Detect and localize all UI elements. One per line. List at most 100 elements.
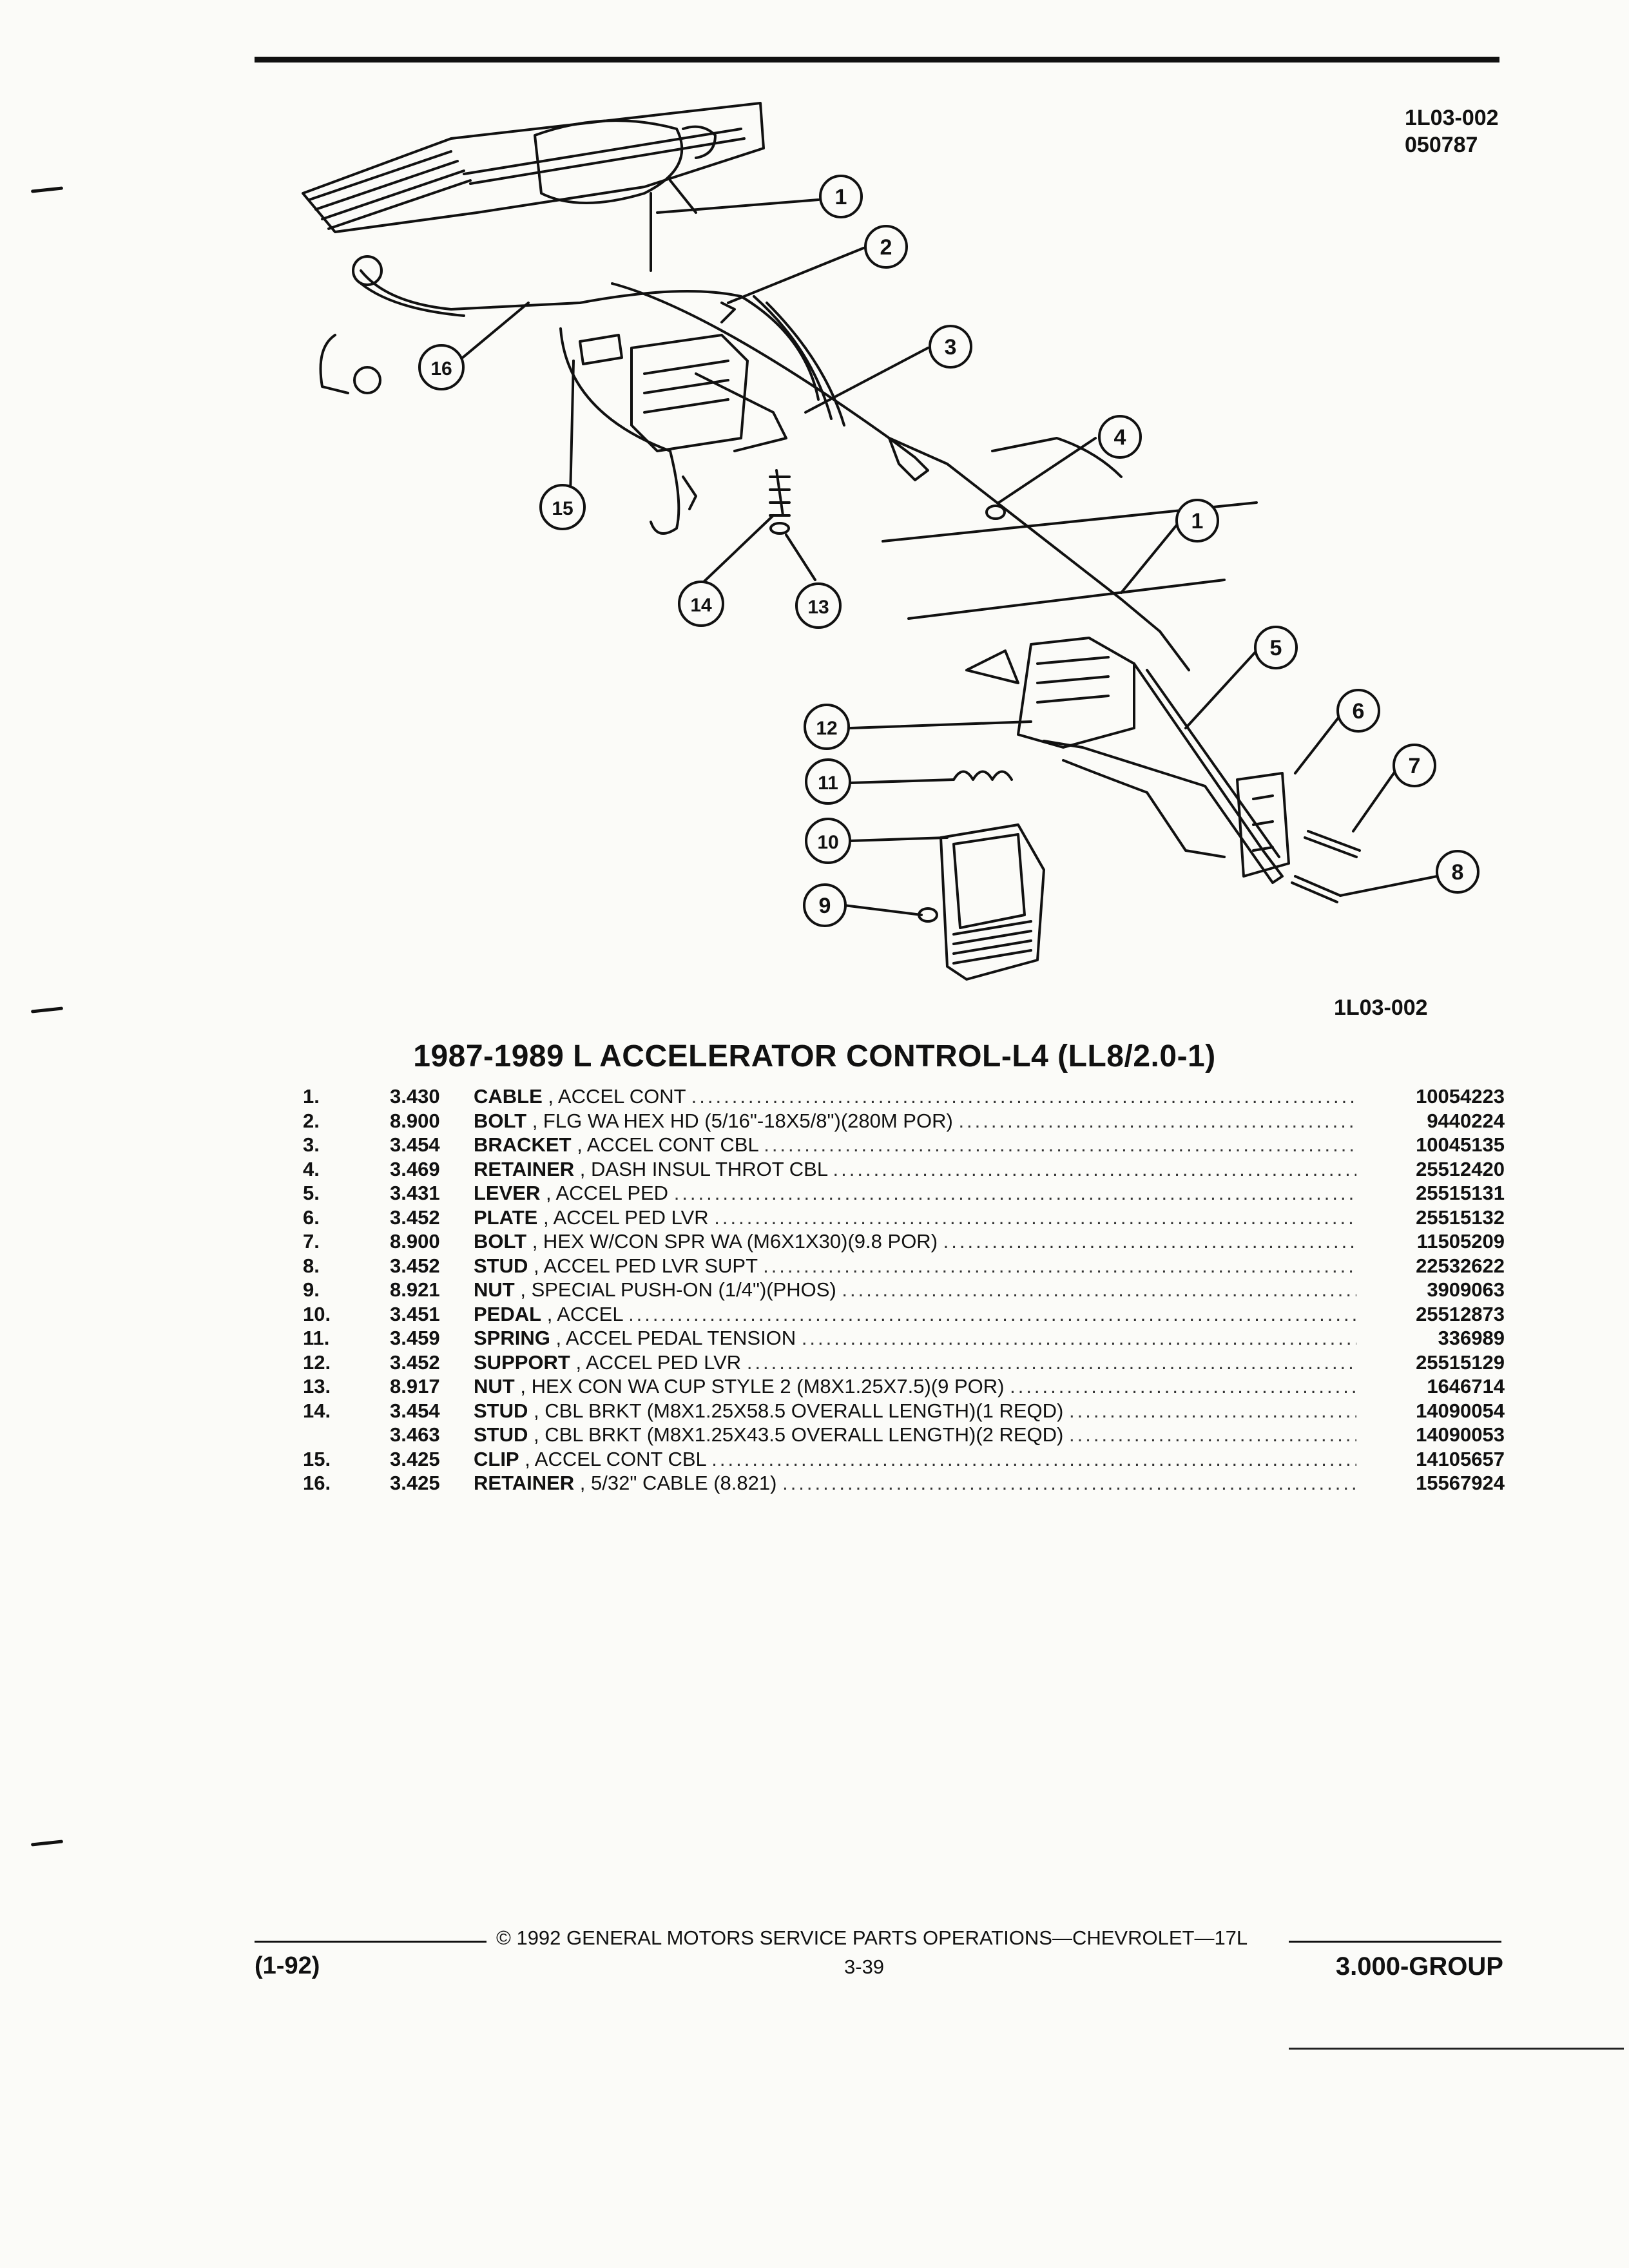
part-description: NUT , SPECIAL PUSH-ON (1/4")(PHOS) .....… [474,1278,1356,1301]
item-number: 13. [303,1375,331,1398]
callout-16: 16 [418,344,465,390]
svg-text:4: 4 [1114,425,1126,450]
part-detail: , ACCEL CONT CBL [525,1447,706,1470]
part-name: NUT [474,1375,515,1398]
callout-1b: 1 [1175,499,1219,543]
svg-text:7: 7 [1409,754,1421,778]
part-name: BOLT [474,1230,527,1253]
group-number: 3.430 [390,1085,440,1108]
parts-row: 8. 3.452 STUD , ACCEL PED LVR SUPT .......… [303,1254,1505,1278]
item-number: 16. [303,1472,331,1494]
item-number: 10. [303,1302,331,1325]
part-number: 10054223 [1416,1085,1505,1108]
part-number: 9440224 [1427,1109,1505,1132]
part-detail: , ACCEL [546,1302,623,1325]
bottom-rule [1289,2048,1624,2050]
part-name: CABLE [474,1085,543,1108]
item-number: 15. [303,1447,331,1470]
part-description: CABLE , ACCEL CONT .....................… [474,1085,1356,1108]
figure-reference: 1L03-002 [1334,995,1428,1020]
group-number: 8.921 [390,1278,440,1301]
parts-row: 16. 3.425 RETAINER , 5/32" CABLE (8.821) .… [303,1471,1505,1495]
margin-mark [30,1840,64,1847]
svg-text:10: 10 [817,832,838,853]
group-number: 8.917 [390,1375,440,1398]
part-description: PLATE , ACCEL PED LVR ..................… [474,1206,1356,1229]
part-number: 11505209 [1416,1230,1505,1253]
page-title: 1987-1989 L ACCELERATOR CONTROL-L4 (LL8/… [413,1039,1216,1073]
group-number: 3.454 [390,1133,440,1156]
item-number: 11. [303,1327,330,1349]
group-number: 3.454 [390,1399,440,1422]
part-number: 15567924 [1416,1472,1505,1494]
callout-5: 5 [1254,626,1298,669]
part-description: BOLT , HEX W/CON SPR WA (M6X1X30)(9.8 PO… [474,1230,1356,1253]
callout-12: 12 [804,704,850,750]
part-detail: , ACCEL CONT CBL [577,1133,758,1156]
part-name: BOLT [474,1109,527,1132]
figure-date-code: 050787 [1405,133,1478,157]
page-number: 3-39 [844,1956,885,1978]
callout-8: 8 [1436,850,1480,894]
item-number: 5. [303,1182,320,1204]
part-detail: , ACCEL PED LVR [575,1350,742,1374]
callout-7: 7 [1393,744,1436,787]
part-number: 14090054 [1416,1399,1505,1422]
svg-text:1: 1 [835,185,847,209]
figure-code: 1L03-002 [1405,106,1499,130]
part-description: RETAINER , DASH INSUL THROT CBL ........… [474,1157,1356,1180]
svg-text:15: 15 [552,498,573,519]
part-name: PLATE [474,1206,538,1229]
callout-4: 4 [1098,415,1142,459]
part-description: PEDAL , ACCEL ..........................… [474,1302,1356,1325]
part-number: 3909063 [1427,1278,1505,1301]
group-number: 8.900 [390,1109,440,1132]
svg-text:12: 12 [816,718,837,739]
part-detail: , CBL BRKT (M8X1.25X43.5 OVERALL LENGTH)… [534,1423,1064,1446]
svg-text:6: 6 [1353,699,1365,724]
callout-11: 11 [805,758,851,805]
part-detail: , ACCEL PEDAL TENSION [555,1327,796,1349]
group-number: 3.459 [390,1327,440,1349]
item-number: 6. [303,1206,320,1229]
part-detail: , FLG WA HEX HD (5/16"-18X5/8")(280M POR… [532,1109,953,1132]
top-rule [255,57,1499,62]
part-number: 25515132 [1416,1206,1505,1229]
group-number: 3.452 [390,1350,440,1374]
item-number: 8. [303,1254,320,1277]
group-number: 3.425 [390,1472,440,1494]
footer-rule [1289,1941,1501,1943]
part-number: 336989 [1438,1327,1505,1349]
part-detail: , ACCEL PED [545,1182,669,1204]
part-number: 10045135 [1416,1133,1505,1156]
part-detail: , 5/32" CABLE (8.821) [579,1472,777,1494]
part-name: BRACKET [474,1133,572,1156]
part-number: 14105657 [1416,1447,1505,1470]
part-name: LEVER [474,1182,541,1204]
svg-text:5: 5 [1270,636,1282,660]
part-number: 25515129 [1416,1350,1505,1374]
part-description: RETAINER , 5/32" CABLE (8.821) .........… [474,1472,1356,1494]
group-number: 3.452 [390,1254,440,1277]
callout-3: 3 [929,325,972,369]
part-description: BOLT , FLG WA HEX HD (5/16"-18X5/8")(280… [474,1109,1356,1132]
callout-14: 14 [678,581,724,627]
part-name: STUD [474,1399,528,1422]
footer-rule [255,1941,487,1943]
callout-2: 2 [864,225,908,269]
item-number: 14. [303,1399,331,1422]
part-name: STUD [474,1423,528,1446]
part-description: STUD , ACCEL PED LVR SUPT ..............… [474,1254,1356,1277]
callout-1: 1 [819,175,863,218]
part-description: SPRING , ACCEL PEDAL TENSION ...........… [474,1327,1356,1349]
part-detail: , ACCEL CONT [548,1085,686,1108]
part-name: RETAINER [474,1157,575,1180]
